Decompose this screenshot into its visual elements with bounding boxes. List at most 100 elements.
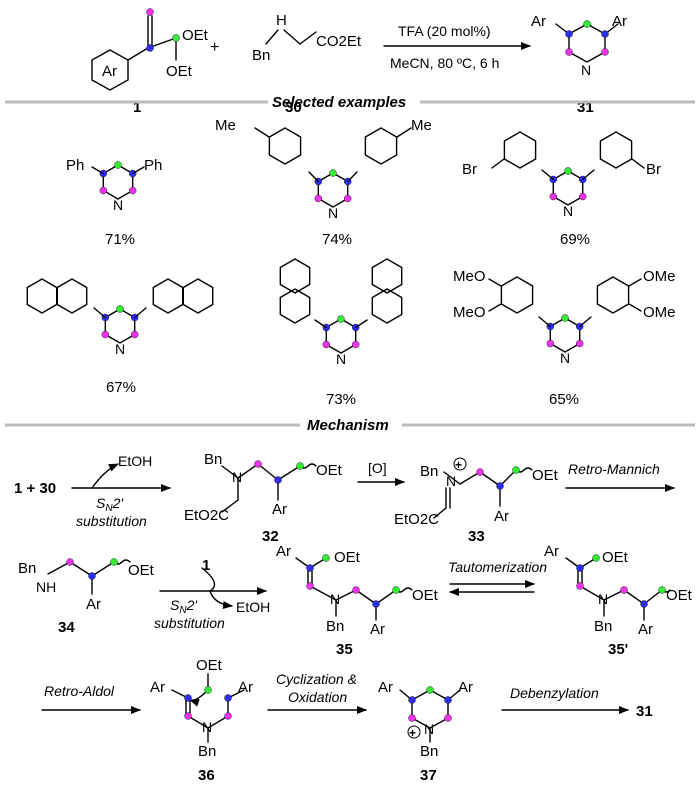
compound-34-label: 34 <box>58 619 75 636</box>
retro-aldol-arrow: Retro-Aldol <box>41 683 141 714</box>
n-label: N <box>581 62 591 78</box>
bn-33: Bn <box>420 463 438 480</box>
ar-35b: Ar <box>370 621 385 638</box>
cyclization-arrow: Cyclization & Oxidation <box>267 671 367 714</box>
tautomerization-arrows: Tautomerization <box>448 559 547 596</box>
reactant-1-structure: Ar OEt OEt 1 <box>91 8 209 116</box>
bn-35p: Bn <box>594 618 612 635</box>
compound-32: Bn N OEt Ar EtO2C 32 <box>184 451 343 545</box>
compound-37-label: 37 <box>420 767 437 784</box>
compound-35: Ar OEt N Bn OEt Ar 35 <box>276 543 439 658</box>
example-5: N 73% <box>279 258 403 408</box>
n-ex-5: N <box>336 351 346 367</box>
yield-2: 74% <box>322 231 352 248</box>
reactant-30-structure: Bn H CO2Et 30 <box>252 12 362 116</box>
bn-37: Bn <box>420 743 438 760</box>
compound-36-label: 36 <box>198 767 215 784</box>
compound-35p-label: 35' <box>608 641 628 658</box>
compound-30-label: 30 <box>285 99 302 116</box>
n-32: N <box>232 469 242 485</box>
co2et-label: CO2Et <box>316 33 362 50</box>
ar-37-left: Ar <box>378 679 393 696</box>
ar-32: Ar <box>272 501 287 518</box>
oet-34: OEt <box>128 562 155 579</box>
br-right: Br <box>646 161 661 178</box>
compound-37: + Ar Ar N Bn 37 <box>378 679 473 784</box>
etoh-label-2: EtOH <box>236 599 270 615</box>
yield-4: 67% <box>106 379 136 396</box>
compound-33: + Bn N OEt Ar EtO2C 33 <box>394 457 559 545</box>
yield-5: 73% <box>326 391 356 408</box>
compound-36: Ar Ar OEt N Bn 36 <box>150 657 253 784</box>
ar-33: Ar <box>494 508 509 525</box>
ar-37-right: Ar <box>458 679 473 696</box>
oet-label-2: OEt <box>166 63 193 80</box>
meo-left-1: MeO <box>453 268 486 285</box>
n-ex-1: N <box>113 197 123 213</box>
yield-6: 65% <box>549 391 579 408</box>
oet-35a: OEt <box>334 549 361 566</box>
substitution-label-2: substitution <box>154 615 225 631</box>
final-31-label: 31 <box>636 703 653 720</box>
oet-33: OEt <box>532 467 559 484</box>
ar-right: Ar <box>612 13 627 30</box>
oxidation-arrow: [O] <box>357 460 405 486</box>
yield-3: 69% <box>560 231 590 248</box>
compound-35-label: 35 <box>336 641 353 658</box>
etoh-label: EtOH <box>118 453 152 469</box>
example-1: N 71% Ph Ph <box>66 157 162 248</box>
n-ex-6: N <box>560 350 570 366</box>
ar-36-left: Ar <box>150 679 165 696</box>
cyclization-label: Cyclization & <box>276 671 357 687</box>
oet-label: OEt <box>182 27 209 44</box>
n-35p: N <box>598 591 608 607</box>
oet-36: OEt <box>196 657 223 674</box>
selected-examples-divider: Selected examples <box>5 94 695 111</box>
condition-2: MeCN, 80 ºC, 6 h <box>390 55 499 71</box>
bn-34: Bn <box>18 560 36 577</box>
mechanism-title: Mechanism <box>307 417 389 434</box>
plus-sign: + <box>210 39 219 56</box>
ar-label: Ar <box>102 63 117 80</box>
bn-35: Bn <box>326 618 344 635</box>
oxidation-label: Oxidation <box>288 689 347 705</box>
mech-step-1: 1 + 30 EtOH SN2' substitution <box>14 453 171 529</box>
product-31-structure: Ar Ar N 31 <box>531 13 627 116</box>
sn2-label: SN2' <box>96 495 124 514</box>
reagent-1-label: 1 <box>202 557 210 574</box>
charge-33: + <box>455 458 462 472</box>
selected-examples-title: Selected examples <box>272 94 406 111</box>
ome-right-1: OMe <box>643 268 676 285</box>
ar-35p-a: Ar <box>544 543 559 560</box>
yield-1: 71% <box>105 231 135 248</box>
ar-35a: Ar <box>276 543 291 560</box>
n-ex-4: N <box>115 341 125 357</box>
ph-left: Ph <box>66 157 84 174</box>
n-33: N <box>446 473 456 489</box>
oet-35p-a: OEt <box>602 549 629 566</box>
condition-1: TFA (20 mol%) <box>398 23 491 39</box>
debenzylation-label: Debenzylation <box>510 685 599 701</box>
nh-34: NH <box>36 579 56 595</box>
top-arrow: TFA (20 mol%) MeCN, 80 ºC, 6 h <box>383 23 531 71</box>
n-36: N <box>202 719 212 735</box>
compound-34: Bn NH OEt Ar 34 <box>18 558 155 636</box>
oet-35p-b: OEt <box>666 587 693 604</box>
charge-37: + <box>409 726 416 740</box>
ar-35p-b: Ar <box>638 621 653 638</box>
mech-step-4: 1 EtOH SN2' substitution <box>154 557 270 631</box>
retro-mannich-arrow: Retro-Mannich <box>565 461 675 492</box>
bn-36: Bn <box>198 743 216 760</box>
compound-33-label: 33 <box>468 528 485 545</box>
bn-label: Bn <box>252 47 270 64</box>
ph-right: Ph <box>144 157 162 174</box>
n-ex-3: N <box>563 203 573 219</box>
n-37: N <box>424 721 434 737</box>
oet-32: OEt <box>316 462 343 479</box>
meo-left-2: MeO <box>453 304 486 321</box>
